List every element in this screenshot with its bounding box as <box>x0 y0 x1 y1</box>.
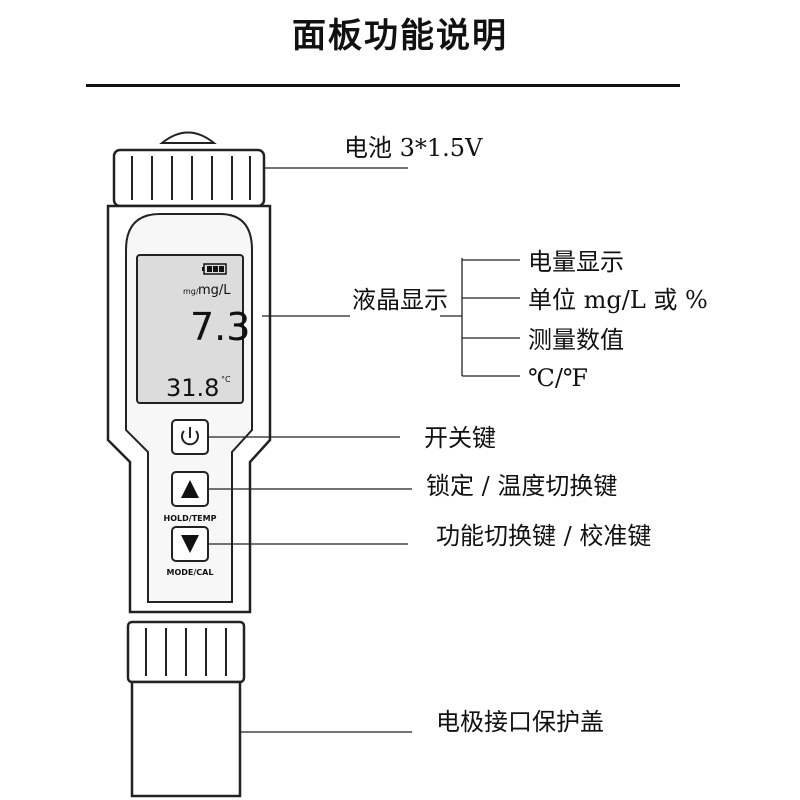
lcd-reading: 7.3 <box>190 305 250 349</box>
lcd-screen <box>136 254 244 404</box>
page-title: 面板功能说明 <box>292 16 508 56</box>
measured-value-label: 测量数值 <box>528 326 624 354</box>
power-key-label: 开关键 <box>424 424 496 452</box>
down-arrow-icon <box>181 535 199 553</box>
unit-label: 单位 mg/L 或 % <box>528 286 708 314</box>
temperature-unit-label: ℃/℉ <box>528 364 589 392</box>
hold-temp-label: HOLD/TEMP <box>164 514 217 523</box>
mode-cal-label: MODE/CAL <box>167 568 214 577</box>
hold-key-label: 锁定 / 温度切换键 <box>426 472 618 500</box>
callout-lines <box>208 167 520 733</box>
battery-cap <box>112 148 266 208</box>
lcd-unit: mg/L <box>198 283 231 298</box>
lcd-temperature: 31.8 <box>166 374 219 402</box>
battery-cap-dome <box>159 131 217 144</box>
up-arrow-icon <box>181 480 199 498</box>
electrode-cap <box>130 680 242 798</box>
cap-label: 电极接口保护盖 <box>436 708 604 736</box>
lcd-label: 液晶显示 <box>352 286 448 314</box>
battery-label: 电池 3*1.5V <box>344 134 483 162</box>
battery-cap-ribs <box>131 156 251 200</box>
mode-cal-button[interactable] <box>171 526 209 562</box>
battery-level-icon <box>202 263 227 275</box>
power-button[interactable] <box>171 419 209 455</box>
title-divider <box>86 84 680 87</box>
electrode-cap-ribs <box>145 628 227 676</box>
lcd-unit-small: mg/ <box>183 287 199 296</box>
power-icon <box>181 430 199 446</box>
mode-key-label: 功能切换键 / 校准键 <box>436 522 652 550</box>
lcd-temperature-unit: °C <box>221 375 231 384</box>
hold-temp-button[interactable] <box>171 471 209 507</box>
battery-display-label: 电量显示 <box>528 248 624 276</box>
